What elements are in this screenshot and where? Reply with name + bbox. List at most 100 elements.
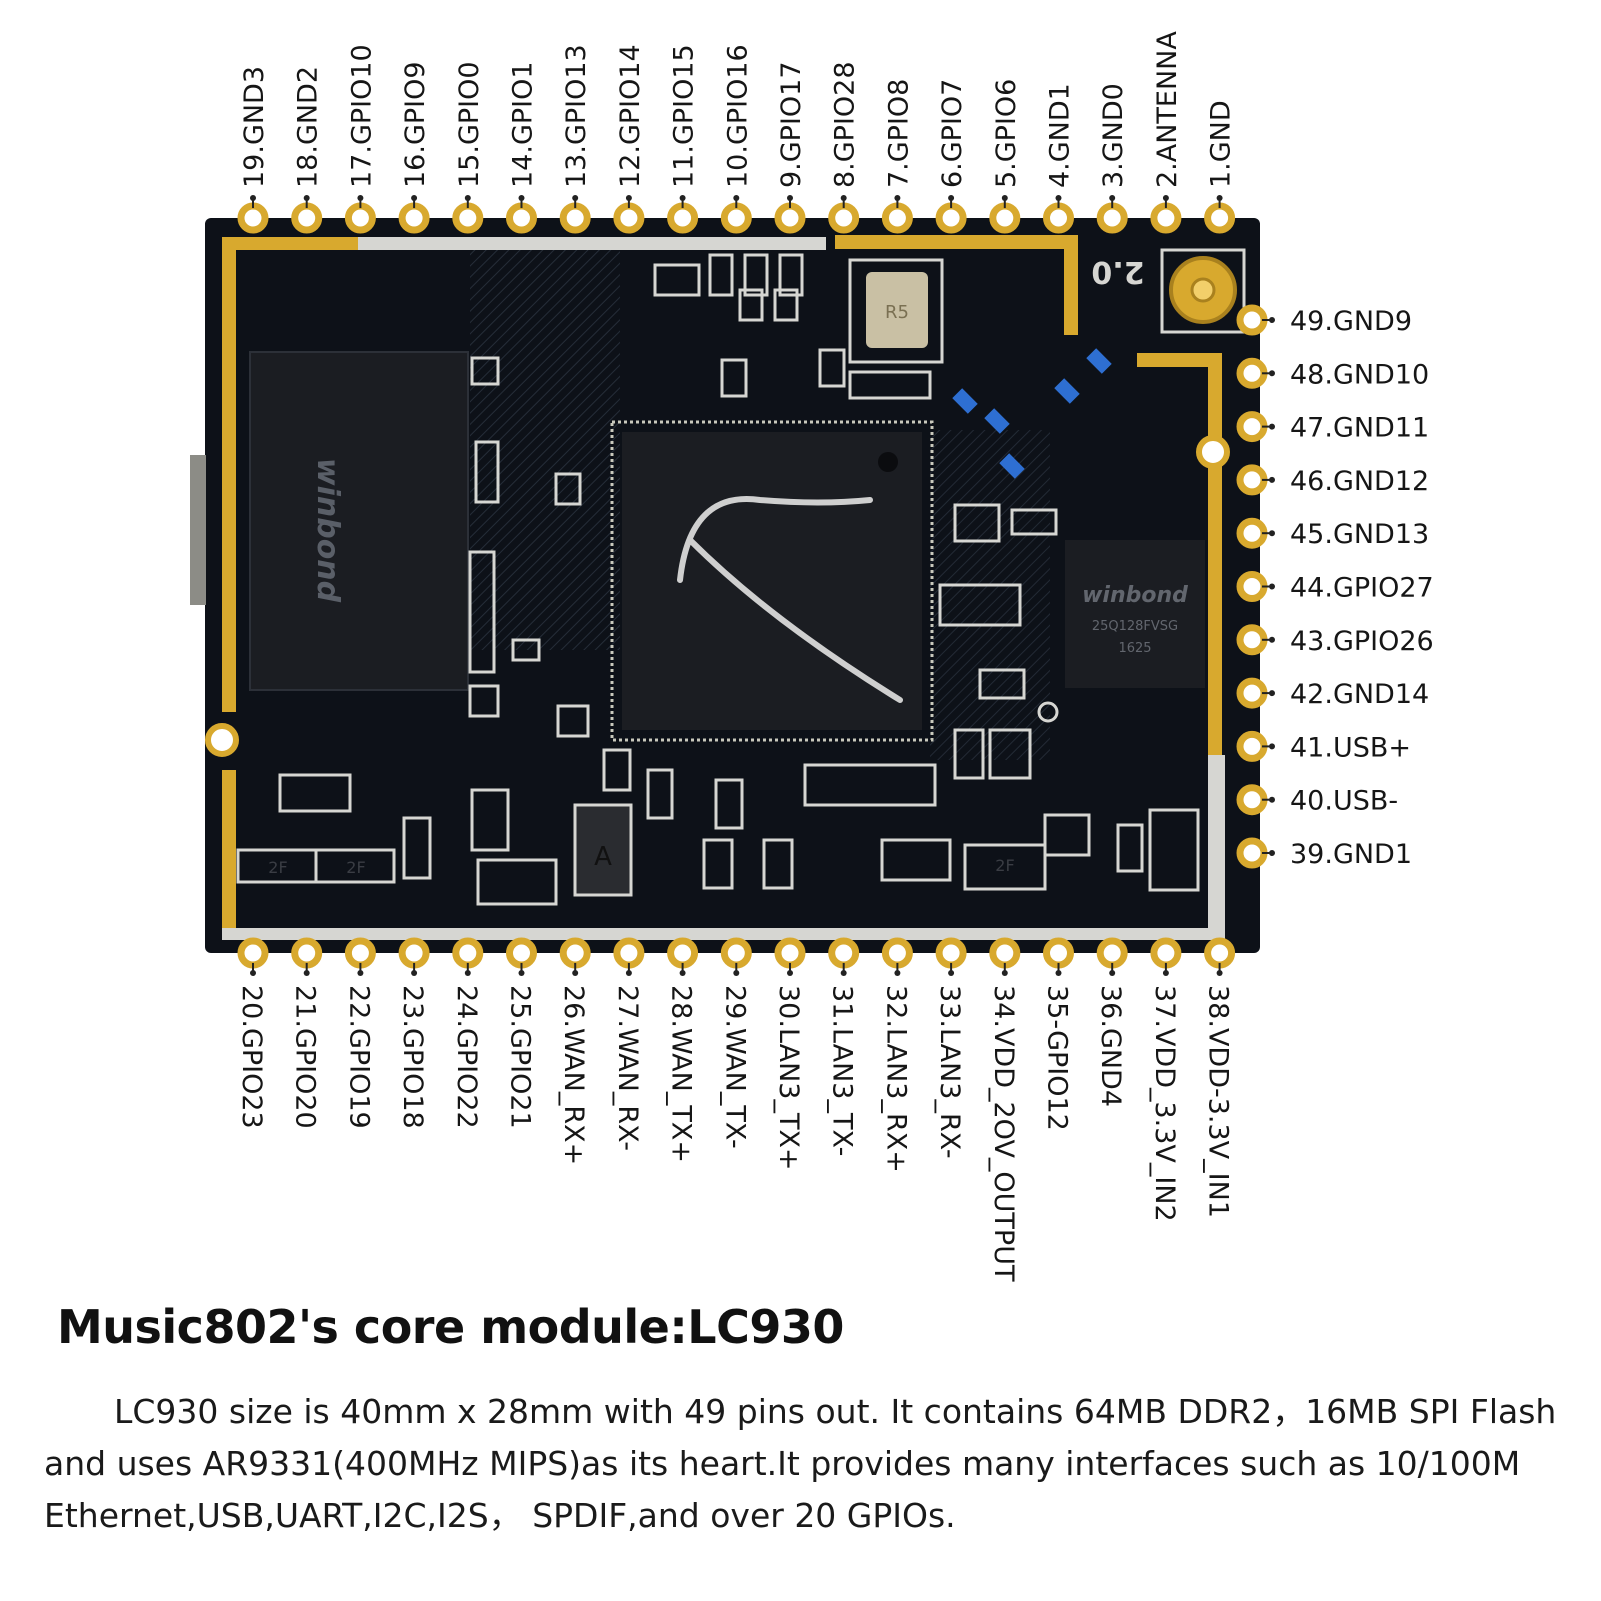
top-pin-label: 12.GPIO14 <box>615 44 646 188</box>
bottom-pad <box>559 937 591 969</box>
top-leader-dot <box>518 195 525 201</box>
top-pad <box>1204 202 1236 234</box>
sot-mark-2: 2F <box>346 858 365 877</box>
top-pin-label: 13.GPIO13 <box>561 44 592 188</box>
top-leader-dot <box>679 195 686 201</box>
bottom-pin-label: 36.GND4 <box>1095 985 1126 1107</box>
via-mark <box>1037 701 1059 723</box>
top-leader-dot <box>464 195 471 201</box>
top-pad <box>935 202 967 234</box>
top-pad <box>667 202 699 234</box>
bottom-leader-dot <box>1109 970 1116 976</box>
right-leader-dot <box>1269 690 1275 697</box>
trace-area-right <box>930 430 1050 760</box>
silk-border-bottom <box>222 928 1225 940</box>
right-pin-label: 43.GPIO26 <box>1290 626 1434 657</box>
flash-part: 25Q128FVSG <box>1092 619 1178 634</box>
bottom-pad <box>935 937 967 969</box>
top-pad <box>989 202 1021 234</box>
top-pin-label: 3.GND0 <box>1098 83 1129 188</box>
bottom-pin-label: 35-GPIO12 <box>1042 985 1073 1131</box>
mount-hole-right <box>1196 435 1230 469</box>
right-leader-dot <box>1269 743 1275 750</box>
bottom-pin-label: 32.LAN3_RX+ <box>880 985 911 1173</box>
top-leader-dot <box>894 195 901 201</box>
right-leader-dot <box>1269 796 1275 803</box>
right-leader-dot <box>1269 423 1275 430</box>
top-pad <box>559 202 591 234</box>
top-leader-dot <box>1216 195 1223 201</box>
right-pad <box>1236 357 1268 389</box>
bottom-pad <box>291 937 323 969</box>
bottom-pin-label: 28.WAN_TX+ <box>666 985 697 1163</box>
top-leader-dot <box>572 195 579 201</box>
top-leader-dot <box>948 195 955 201</box>
bottom-leader-dot <box>518 970 525 976</box>
right-pin-label: 48.GND10 <box>1290 359 1429 390</box>
bottom-pad <box>398 937 430 969</box>
right-pin-label: 40.USB- <box>1290 786 1398 817</box>
right-pin-label: 44.GPIO27 <box>1290 573 1434 604</box>
top-pin-label: 2.ANTENNA <box>1152 31 1183 188</box>
top-leader-dot <box>1162 195 1169 201</box>
gold-shield-left-lower <box>222 770 236 928</box>
right-pin-label: 42.GND14 <box>1290 679 1429 710</box>
right-pad <box>1236 784 1268 816</box>
crystal <box>866 272 928 348</box>
bottom-pad <box>237 937 269 969</box>
top-leader-dot <box>303 195 310 201</box>
version-mark: 2.0 <box>1091 254 1144 289</box>
top-pin-label: 17.GPIO10 <box>346 44 377 188</box>
top-pin-label: 18.GND2 <box>293 66 324 188</box>
bottom-pad <box>989 937 1021 969</box>
right-pin-label: 46.GND12 <box>1290 466 1429 497</box>
top-pad <box>237 202 269 234</box>
bottom-pin-label: 24.GPIO22 <box>451 985 482 1129</box>
top-pad <box>774 202 806 234</box>
top-pin-label: 1.GND <box>1206 100 1237 188</box>
ddr2-brand: winbond <box>310 458 345 603</box>
bottom-pad <box>881 937 913 969</box>
bottom-leader-dot <box>1055 970 1062 976</box>
right-pad <box>1236 464 1268 496</box>
bottom-pin-label: 27.WAN_RX- <box>612 985 643 1151</box>
right-pad <box>1236 571 1268 602</box>
bottom-pin-label: 26.WAN_RX+ <box>558 985 589 1165</box>
right-leader-dot <box>1269 317 1275 323</box>
right-leader-dot <box>1269 530 1275 537</box>
bottom-leader-dot <box>303 970 310 976</box>
module-description: LC930 size is 40mm x 28mm with 49 pins o… <box>44 1392 1557 1535</box>
bottom-pad <box>667 937 699 969</box>
bottom-pin-label: 31.LAN3_TX- <box>827 985 858 1156</box>
top-leader-dot <box>411 195 418 201</box>
right-pin-label: 39.GND1 <box>1290 839 1412 870</box>
top-pad <box>398 202 430 234</box>
right-pad <box>1236 837 1268 869</box>
top-pad <box>828 202 860 234</box>
top-pin-label: 8.GPIO28 <box>830 61 861 188</box>
top-pin-label: 4.GND1 <box>1045 83 1076 188</box>
top-leader-dot <box>625 195 632 201</box>
right-leader-dot <box>1269 370 1275 377</box>
top-leader-dot <box>787 195 793 201</box>
top-pad <box>1096 202 1128 234</box>
bottom-leader-dot <box>1001 970 1008 976</box>
top-pad <box>1043 202 1074 234</box>
top-leader-dot <box>1001 195 1008 201</box>
soc-marker-scribble <box>677 496 903 703</box>
passive-components <box>236 253 1200 906</box>
right-pin-label: 47.GND11 <box>1290 413 1429 444</box>
top-pad <box>506 202 537 234</box>
mount-hole-left <box>205 723 239 757</box>
top-pad <box>613 202 645 234</box>
ddr2-chip <box>249 351 469 691</box>
top-leader-dot <box>733 195 740 201</box>
top-pin-label: 7.GPIO8 <box>883 79 914 188</box>
top-leader-dot <box>840 195 847 201</box>
bottom-leader-dot <box>411 970 418 976</box>
top-pin-label: 16.GPIO9 <box>400 61 431 188</box>
page-title: Music802's core module:LC930 <box>57 1300 844 1354</box>
bottom-pin-label: 33.LAN3_RX- <box>934 985 965 1159</box>
